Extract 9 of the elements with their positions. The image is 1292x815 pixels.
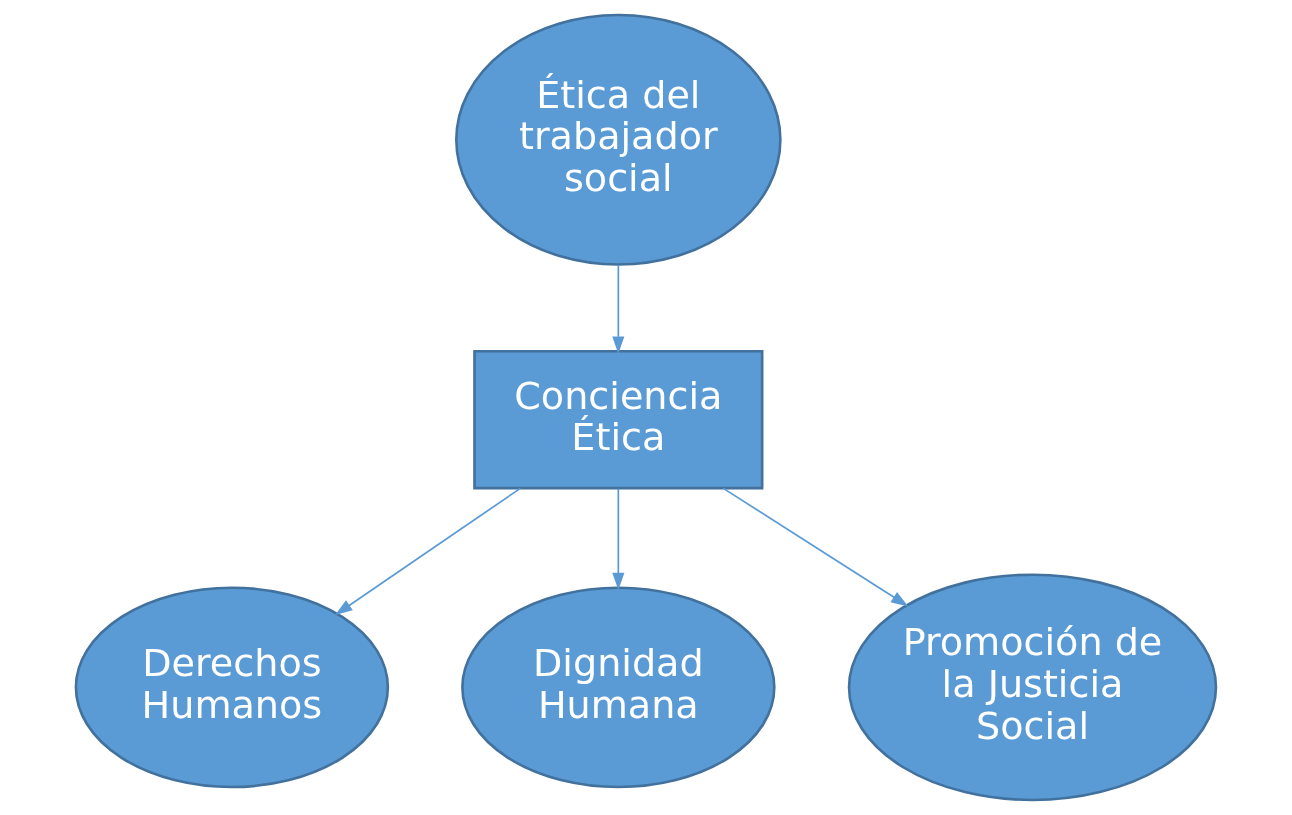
arrow <box>612 264 625 354</box>
arrow <box>335 487 522 616</box>
node-box: Conciencia Ética <box>473 349 764 490</box>
arrow <box>612 487 625 591</box>
node-ellipse: Promoción de la Justicia Social <box>847 573 1218 802</box>
node-ellipse: Derechos Humanos <box>74 586 390 789</box>
node-ellipse: Ética del trabajador social <box>455 13 782 266</box>
node-ellipse: Dignidad Humana <box>461 586 776 789</box>
arrow <box>722 487 909 607</box>
